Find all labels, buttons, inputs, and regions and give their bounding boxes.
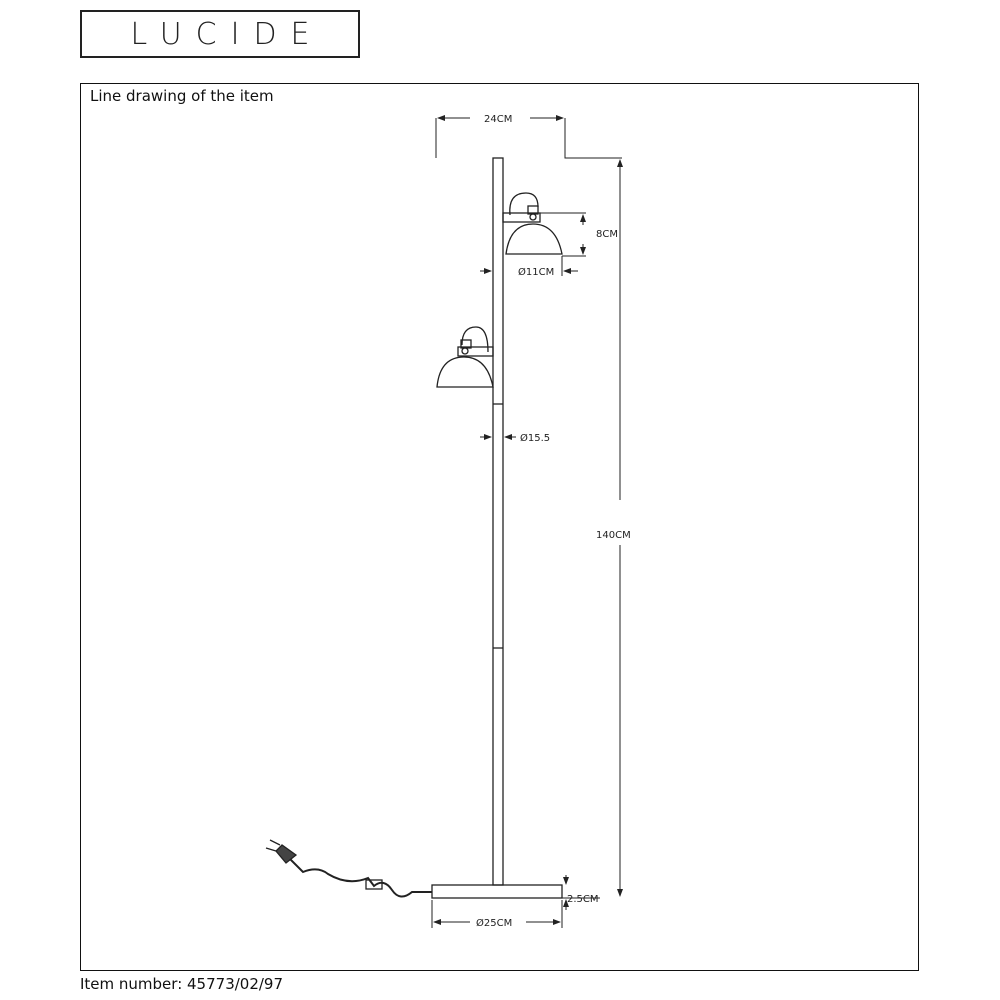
drawing-frame	[80, 83, 919, 971]
item-number: Item number: 45773/02/97	[80, 975, 284, 993]
dim-pole-diameter: Ø15.5	[520, 432, 550, 444]
dimension-lines	[431, 115, 623, 928]
dim-base-diameter: Ø25CM	[476, 917, 512, 929]
lucide-logo: LUCIDE	[80, 10, 360, 58]
lower-lamp-shade	[436, 326, 494, 388]
dim-total-height: 140CM	[596, 530, 631, 541]
dim-shade-height: 8CM	[596, 229, 618, 240]
dim-base-height: 2.5CM	[567, 894, 599, 905]
dim-width-top: 24CM	[484, 114, 512, 125]
upper-lamp-shade	[502, 192, 563, 255]
floor-lamp	[265, 157, 563, 899]
dim-shade-diameter: Ø11CM	[518, 266, 554, 278]
frame-title: Line drawing of the item	[90, 87, 274, 105]
power-cord-plug	[265, 839, 432, 898]
